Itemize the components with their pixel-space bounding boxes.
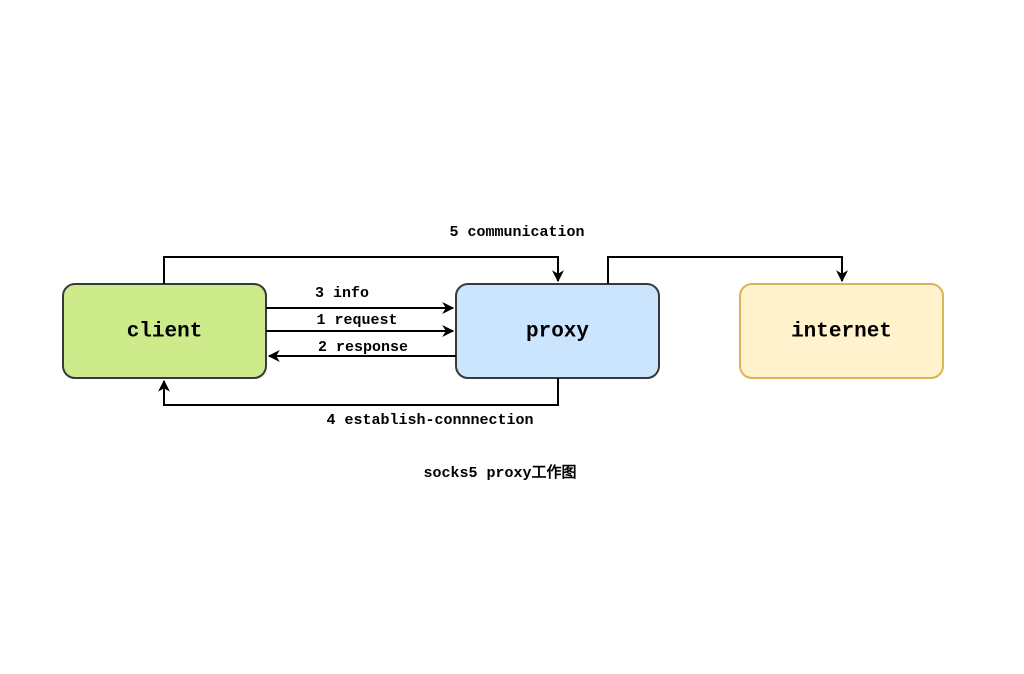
client-label: client [127,321,203,344]
request-label: 1 request [316,312,397,329]
response-label: 2 response [318,339,408,356]
internet-node: internet [739,283,944,379]
communication-arrow-proxy-internet [607,256,848,284]
client-node: client [62,283,267,379]
diagram-caption: socks5 proxy工作图 [423,463,576,482]
communication-label: 5 communication [449,224,584,241]
info-label: 3 info [315,285,369,302]
establish-connection-arrow [158,378,559,406]
internet-label: internet [791,321,892,344]
proxy-label: proxy [526,321,589,344]
communication-arrow-client-proxy [163,256,564,284]
proxy-node: proxy [455,283,660,379]
establish-connection-label: 4 establish-connnection [326,412,533,429]
internet-box [739,283,944,379]
